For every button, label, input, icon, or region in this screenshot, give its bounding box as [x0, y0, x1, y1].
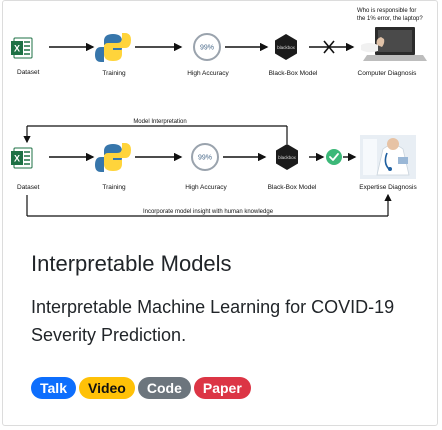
python-icon: [95, 143, 131, 172]
row1-question-line2: the 1% error, the laptop?: [357, 16, 423, 22]
card-title: Interpretable Models: [31, 251, 232, 276]
row1-label-training: Training: [102, 70, 126, 77]
row1-label-dataset: Dataset: [17, 69, 40, 76]
bottom-loop-arrow: [26, 193, 392, 217]
row2-label-diagnosis: Expertise Diagnosis: [359, 184, 417, 191]
svg-text:X: X: [14, 154, 20, 164]
tag-list: Talk Video Code Paper: [31, 377, 251, 399]
blackbox-icon: blackbox: [276, 144, 298, 170]
talk-tag-button[interactable]: Talk: [31, 377, 76, 399]
row2-top-loop-label: Model Interpretation: [133, 119, 186, 125]
accuracy-circle-icon: 99%: [191, 143, 219, 171]
doctor-icon: [360, 135, 416, 179]
row2-blackbox-text: blackbox: [278, 155, 297, 160]
accuracy-circle-icon: 99%: [193, 33, 221, 61]
row2-label-accuracy: High Accuracy: [185, 184, 227, 191]
svg-text:X: X: [14, 44, 20, 54]
excel-icon: X: [11, 147, 33, 169]
python-icon: [95, 33, 131, 62]
project-card: X Dataset Training 99% High Accuracy bla…: [2, 0, 438, 426]
row2-label-dataset: Dataset: [17, 184, 40, 191]
row1-question-line1: Who is responsible for: [357, 8, 416, 14]
row2-label-blackbox: Black-Box Model: [268, 184, 317, 191]
laptop-icon: [361, 27, 427, 61]
excel-icon: X: [11, 37, 33, 59]
code-tag-button[interactable]: Code: [137, 377, 191, 399]
row1-label-accuracy: High Accuracy: [187, 70, 229, 77]
video-tag-button[interactable]: Video: [78, 377, 135, 399]
row2-accuracy-value: 99%: [198, 155, 212, 162]
cross-icon: [309, 40, 355, 54]
row1-label-diagnosis: Computer Diagnosis: [358, 70, 418, 77]
row1-blackbox-text: blackbox: [277, 45, 296, 50]
row1-label-blackbox: Black-Box Model: [269, 70, 318, 77]
blackbox-icon: blackbox: [275, 34, 297, 60]
pipeline-figure: X Dataset Training 99% High Accuracy bla…: [11, 8, 427, 217]
check-icon: [326, 149, 342, 165]
card-description: Interpretable Machine Learning for COVID…: [31, 297, 395, 345]
top-loop-arrow: [23, 125, 288, 144]
row2-bottom-loop-label: Incorporate model insight with human kno…: [143, 209, 274, 215]
row1-accuracy-value: 99%: [200, 45, 214, 52]
row2-label-training: Training: [102, 184, 126, 191]
paper-tag-button[interactable]: Paper: [193, 377, 251, 399]
